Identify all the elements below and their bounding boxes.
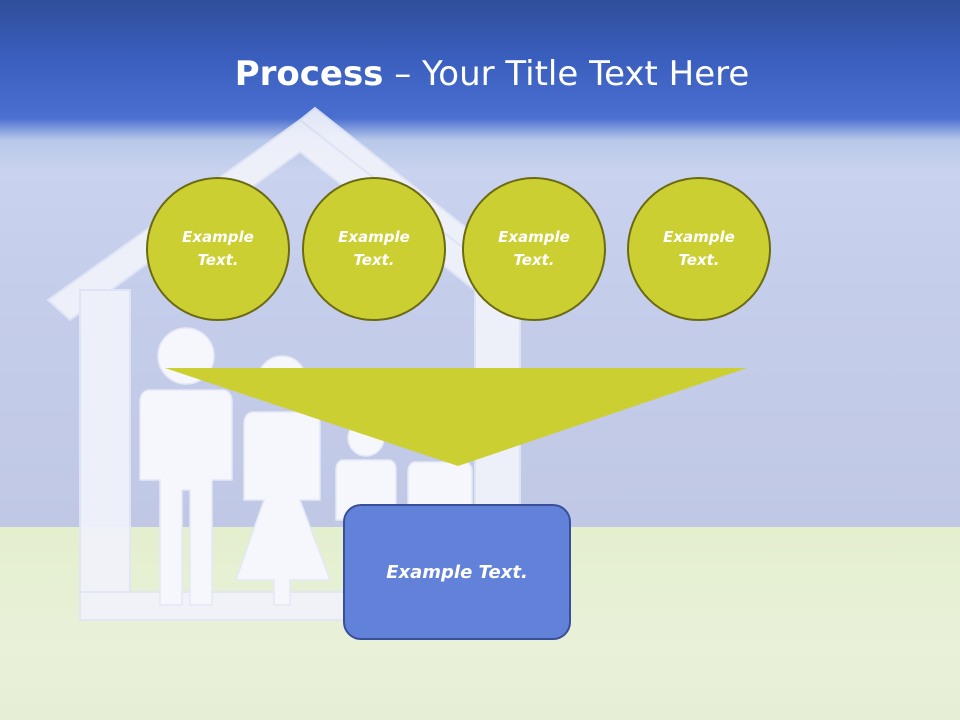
process-circle-label: Example Text. xyxy=(182,228,254,269)
process-circle-4[interactable]: Example Text. xyxy=(627,177,771,321)
result-box-label: Example Text. xyxy=(386,561,528,583)
process-circle-1[interactable]: Example Text. xyxy=(146,177,290,321)
result-box[interactable]: Example Text. xyxy=(343,504,571,640)
process-circle-label: Example Text. xyxy=(338,228,410,269)
slide-title: Process – Your Title Text Here xyxy=(0,48,960,100)
process-circle-2[interactable]: Example Text. xyxy=(302,177,446,321)
process-circle-3[interactable]: Example Text. xyxy=(462,177,606,321)
process-circle-label: Example Text. xyxy=(498,228,570,269)
title-bold-text: Process xyxy=(234,54,384,94)
title-rest-text: – Your Title Text Here xyxy=(383,54,750,94)
process-circle-label: Example Text. xyxy=(663,228,735,269)
